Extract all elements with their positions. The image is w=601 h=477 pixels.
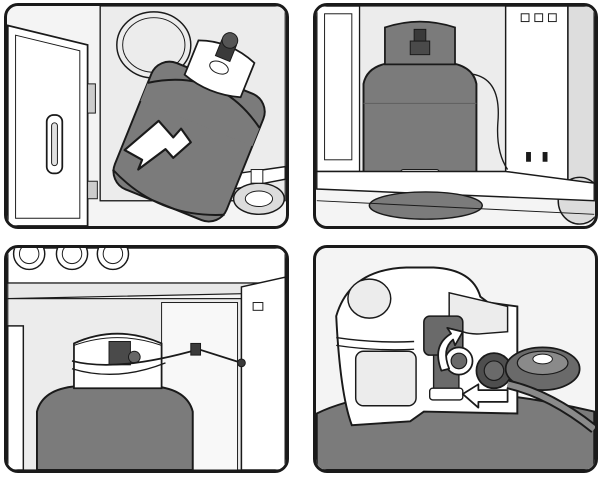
illustration-connect-regulator — [316, 248, 595, 470]
panel-step-3 — [4, 245, 289, 473]
tank-valve — [108, 340, 131, 366]
cabinet-floor — [316, 170, 595, 202]
push-arrow — [461, 383, 509, 409]
gas-hose — [506, 381, 595, 432]
control-knob — [96, 248, 130, 271]
control-knob — [55, 248, 89, 271]
illustration-tank-seated — [316, 6, 595, 226]
illustration-tilt-tank — [7, 6, 286, 226]
panel-step-4 — [313, 245, 598, 473]
control-knob — [12, 248, 46, 271]
illustration-tank-secured — [7, 248, 286, 470]
direction-arrow — [123, 119, 192, 171]
propane-tank — [362, 20, 478, 183]
panel-step-2 — [313, 3, 598, 229]
side-panel — [504, 6, 569, 183]
propane-tank — [35, 332, 194, 470]
rotate-arrow — [437, 326, 464, 372]
tank-valve — [413, 28, 427, 42]
floor-cutout — [368, 191, 483, 220]
panel-step-1 — [4, 3, 289, 229]
